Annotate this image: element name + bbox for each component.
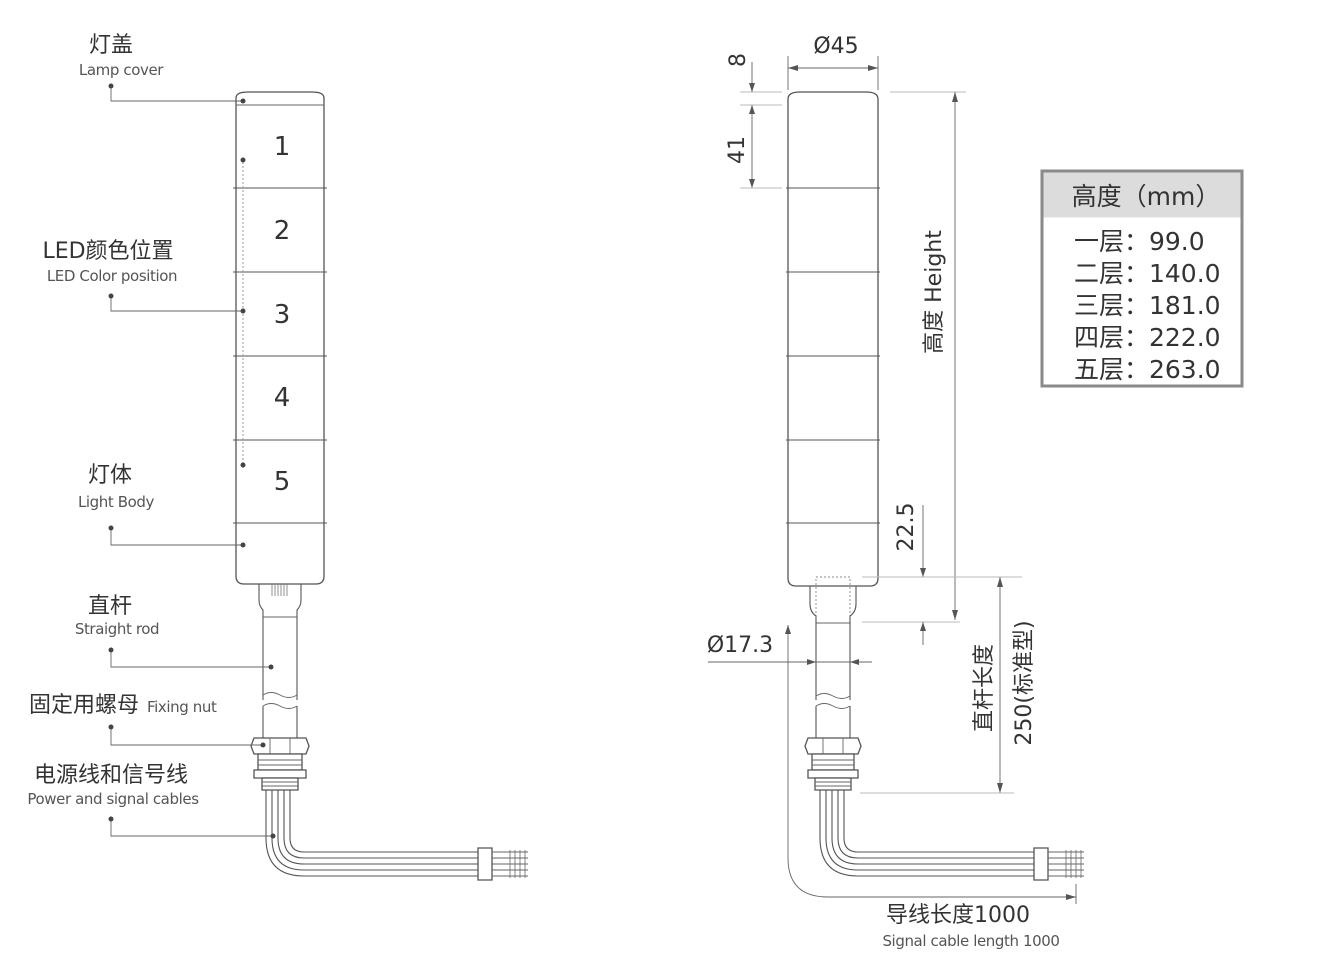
callout-led-color-position: LED颜色位置 LED Color position [42, 157, 246, 468]
dim-tier-height-41: 41 [725, 105, 782, 189]
tier-number-5: 5 [274, 467, 291, 497]
right-tier-separators [786, 187, 880, 524]
svg-text:直杆长度: 直杆长度 [972, 644, 997, 732]
right-rod-assembly [804, 586, 862, 791]
right-cable-ends [1033, 847, 1084, 881]
left-view: 1 2 3 4 5 [27, 33, 528, 881]
svg-text:LED颜色位置: LED颜色位置 [42, 239, 173, 264]
svg-text:Ø17.3: Ø17.3 [707, 633, 773, 658]
svg-text:Power and signal cables: Power and signal cables [27, 790, 199, 808]
svg-text:41: 41 [725, 136, 750, 164]
left-cable-ends [477, 847, 528, 881]
tier-number-3: 3 [274, 300, 291, 330]
tier-number-2: 2 [274, 216, 291, 246]
svg-text:灯盖: 灯盖 [89, 33, 133, 58]
dim-cable-length: 导线长度1000 Signal cable length 1000 [787, 668, 1077, 950]
svg-text:Ø45: Ø45 [813, 34, 858, 59]
dim-rod-length: 直杆长度 250(标准型) [860, 577, 1037, 794]
dim-base-22-5: 22.5 [862, 503, 1022, 645]
dim-height: 高度 Height [890, 91, 966, 620]
callout-power-signal-cables: 电源线和信号线 Power and signal cables [27, 763, 276, 839]
height-table-row-2: 二层：140.0 [1074, 259, 1221, 288]
left-tier-separators [233, 187, 327, 524]
height-table-row-5: 五层：263.0 [1074, 355, 1221, 384]
svg-text:Straight rod: Straight rod [75, 620, 159, 638]
dim-diameter-45: Ø45 [787, 34, 879, 90]
svg-text:Signal cable length 1000: Signal cable length 1000 [882, 932, 1059, 950]
svg-text:高度 Height: 高度 Height [922, 230, 947, 354]
svg-text:8: 8 [726, 53, 751, 67]
tier-number-4: 4 [274, 383, 291, 413]
tier-number-1: 1 [274, 132, 291, 162]
svg-text:250(标准型): 250(标准型) [1012, 620, 1037, 745]
svg-text:电源线和信号线: 电源线和信号线 [34, 763, 188, 788]
svg-text:导线长度1000: 导线长度1000 [886, 903, 1030, 928]
dim-rod-diameter: Ø17.3 [707, 625, 872, 668]
svg-text:Lamp cover: Lamp cover [79, 61, 164, 79]
callout-light-body: 灯体 Light Body [78, 463, 246, 548]
left-lamp-body [235, 91, 325, 585]
height-table-row-4: 四层：222.0 [1074, 323, 1221, 352]
right-lamp-body [787, 91, 879, 587]
svg-text:直杆: 直杆 [88, 594, 132, 619]
svg-text:LED Color position: LED Color position [47, 267, 177, 285]
callout-lamp-cover: 灯盖 Lamp cover [79, 33, 246, 104]
callout-straight-rod: 直杆 Straight rod [75, 594, 274, 670]
height-table-row-1: 一层：99.0 [1074, 227, 1205, 256]
right-view: Ø45 8 41 高度 Height [707, 34, 1084, 950]
left-cables [265, 790, 480, 877]
left-rod-assembly [250, 584, 310, 791]
height-table-row-3: 三层：181.0 [1074, 291, 1221, 320]
right-cables [819, 790, 1036, 877]
height-table: 高度（mm） 一层：99.0 二层：140.0 三层：181.0 四层：222.… [1040, 169, 1244, 388]
svg-text:22.5: 22.5 [894, 503, 919, 552]
svg-text:Light Body: Light Body [78, 493, 155, 511]
svg-text:灯体: 灯体 [88, 463, 132, 488]
height-table-header: 高度（mm） [1072, 182, 1221, 211]
dim-cap-height-8: 8 [726, 53, 782, 188]
